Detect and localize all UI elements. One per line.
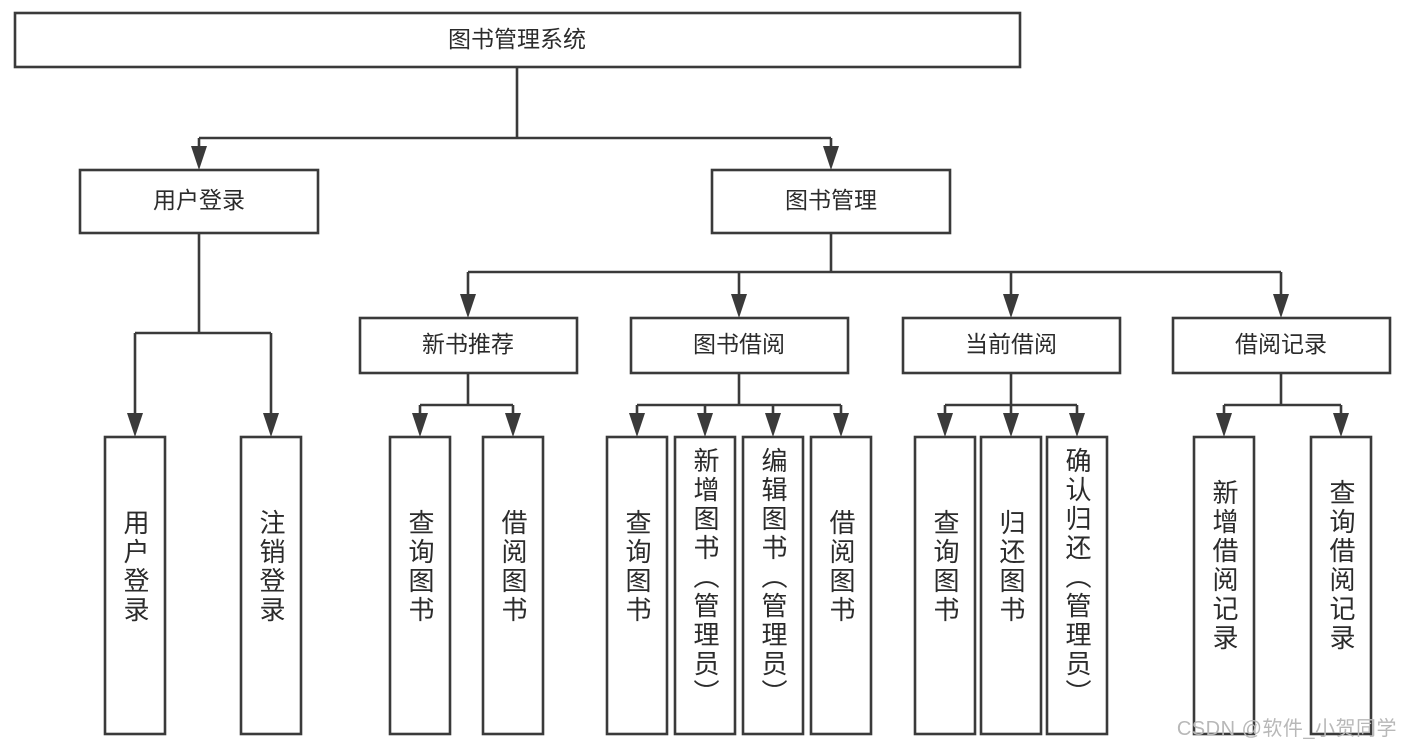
edges-bookborrow-to-leaves xyxy=(629,373,849,437)
node-book-borrow-box[interactable] xyxy=(629,316,850,375)
leaf-boxes-book-borrow xyxy=(605,435,873,736)
edges-borrowrecord-to-leaves xyxy=(1216,373,1349,437)
node-user-login[interactable]: 用户登录 xyxy=(78,168,320,235)
arrow-bookborrow-leaf1-icon xyxy=(629,413,645,437)
node-root-box[interactable] xyxy=(13,11,1022,69)
arrow-bookborrow-leaf2-icon xyxy=(697,413,713,437)
arrow-to-currentborrow-icon xyxy=(1003,294,1019,318)
leaf-box-newbook-1[interactable] xyxy=(388,435,452,736)
leaf-box-borrowrecord-2[interactable] xyxy=(1309,435,1373,736)
node-book-management[interactable]: 图书管理 xyxy=(710,168,952,235)
leaf-boxes-user-login xyxy=(103,435,303,736)
leaf-box-user-login-2[interactable] xyxy=(239,435,303,736)
node-borrow-record-box[interactable] xyxy=(1171,316,1392,375)
arrow-currentborrow-leaf2-icon xyxy=(1003,413,1019,437)
arrow-to-bookborrow-icon xyxy=(731,294,747,318)
arrow-bookborrow-leaf3-icon xyxy=(765,413,781,437)
leaf-boxes-borrow-record xyxy=(1192,435,1373,736)
edges-newbook-to-leaves xyxy=(412,373,521,437)
arrow-newbook-leaf2-icon xyxy=(505,413,521,437)
leaf-box-user-login-1[interactable] xyxy=(103,435,167,736)
node-current-borrow-box[interactable] xyxy=(901,316,1122,375)
leaf-box-currentborrow-1[interactable] xyxy=(913,435,977,736)
leaf-box-currentborrow-3[interactable] xyxy=(1045,435,1109,736)
arrow-currentborrow-leaf1-icon xyxy=(937,413,953,437)
arrow-to-borrowrecord-icon xyxy=(1273,294,1289,318)
node-book-management-label: 图书管理 xyxy=(785,187,877,213)
leaf-box-borrowrecord-1[interactable] xyxy=(1192,435,1256,736)
node-root[interactable]: 图书管理系统 xyxy=(13,11,1022,69)
edges-userlogin-to-leaves xyxy=(127,233,279,437)
edges-bookmgmt-to-level3 xyxy=(460,233,1289,318)
node-new-book-recommend-label: 新书推荐 xyxy=(422,331,514,357)
node-book-borrow-label: 图书借阅 xyxy=(693,331,785,357)
node-borrow-record-label: 借阅记录 xyxy=(1235,331,1327,357)
leaf-box-currentborrow-2[interactable] xyxy=(979,435,1043,736)
arrow-to-book-mgmt-icon xyxy=(823,146,839,170)
arrow-bookborrow-leaf4-icon xyxy=(833,413,849,437)
arrow-userlogin-leaf1-icon xyxy=(127,413,143,437)
leaf-box-newbook-2[interactable] xyxy=(481,435,545,736)
node-current-borrow-label: 当前借阅 xyxy=(965,331,1057,357)
node-book-management-box[interactable] xyxy=(710,168,952,235)
node-borrow-record[interactable]: 借阅记录 xyxy=(1171,316,1392,375)
arrow-borrowrecord-leaf1-icon xyxy=(1216,413,1232,437)
leaf-boxes-current-borrow xyxy=(913,435,1109,736)
leaf-box-bookborrow-1[interactable] xyxy=(605,435,669,736)
arrow-currentborrow-leaf3-icon xyxy=(1069,413,1085,437)
node-new-book-recommend[interactable]: 新书推荐 xyxy=(358,316,579,375)
arrow-to-newbook-icon xyxy=(460,294,476,318)
node-current-borrow[interactable]: 当前借阅 xyxy=(901,316,1122,375)
edges-root-to-level2 xyxy=(191,67,839,170)
leaf-boxes-new-book-recommend xyxy=(388,435,545,736)
arrow-userlogin-leaf2-icon xyxy=(263,413,279,437)
node-user-login-label: 用户登录 xyxy=(153,187,245,213)
edges-currentborrow-to-leaves xyxy=(937,373,1085,437)
node-user-login-box[interactable] xyxy=(78,168,320,235)
leaf-box-bookborrow-4[interactable] xyxy=(809,435,873,736)
arrow-newbook-leaf1-icon xyxy=(412,413,428,437)
leaf-box-bookborrow-3[interactable] xyxy=(741,435,805,736)
arrow-borrowrecord-leaf2-icon xyxy=(1333,413,1349,437)
node-new-book-recommend-box[interactable] xyxy=(358,316,579,375)
arrow-to-user-login-icon xyxy=(191,146,207,170)
node-root-label: 图书管理系统 xyxy=(448,26,586,52)
leaf-box-bookborrow-2[interactable] xyxy=(673,435,737,736)
node-book-borrow[interactable]: 图书借阅 xyxy=(629,316,850,375)
